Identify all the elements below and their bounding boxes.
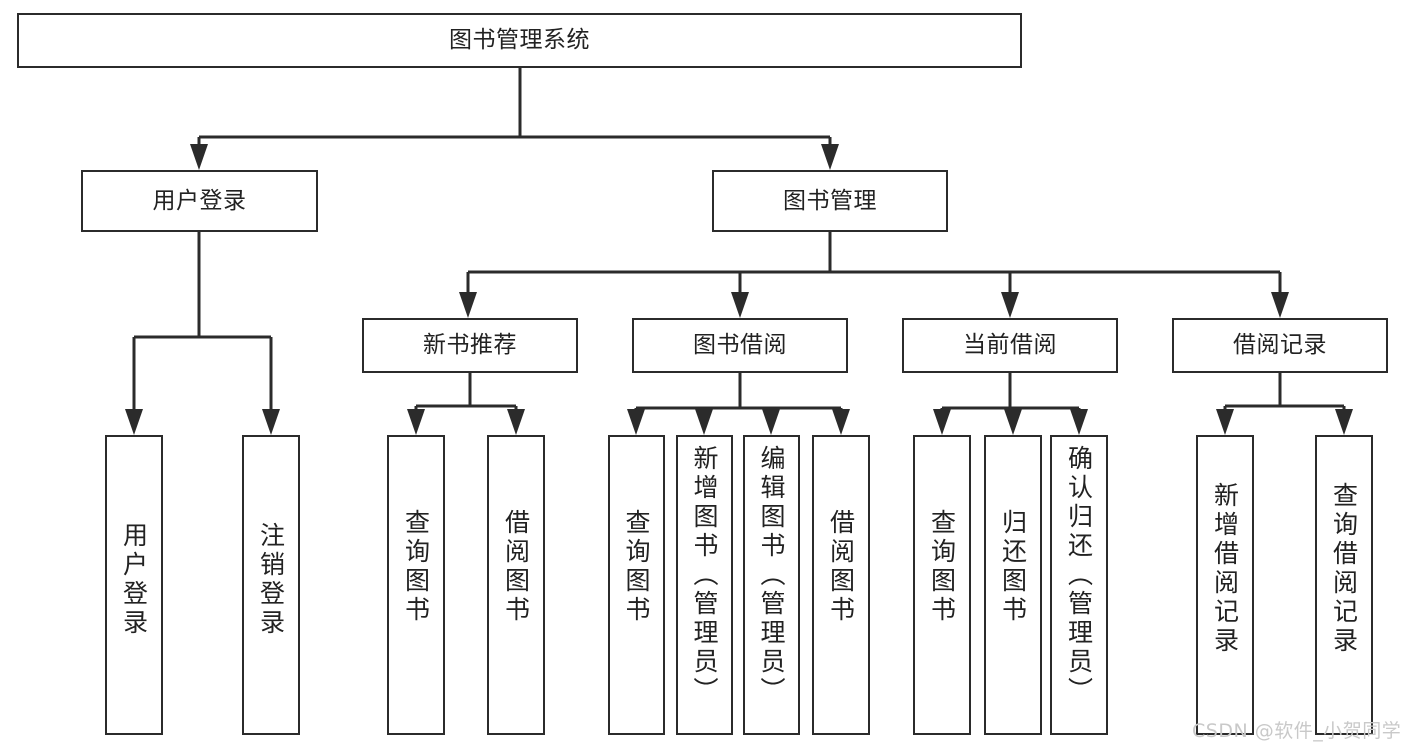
node-leaf-borrow-book-2[interactable]: 借阅图书: [812, 435, 870, 735]
arrowhead-root-to-level1-0: [190, 144, 208, 170]
arrowhead-user-login-to-leaves-0: [125, 409, 143, 435]
node-label-borrow-record: 借阅记录: [1233, 332, 1327, 359]
node-label-leaf-user-login: 用户登录: [119, 522, 149, 638]
node-leaf-confirm-return-admin[interactable]: 确认归还（管理员）: [1050, 435, 1108, 735]
node-root[interactable]: 图书管理系统: [17, 13, 1022, 68]
node-label-leaf-borrow-book-2: 借阅图书: [826, 509, 856, 625]
node-leaf-add-borrow-record[interactable]: 新增借阅记录: [1196, 435, 1254, 735]
node-leaf-query-book-1[interactable]: 查询图书: [387, 435, 445, 735]
node-label-book-manage: 图书管理: [783, 187, 877, 214]
arrowhead-book-manage-to-level2-0: [459, 292, 477, 318]
node-label-leaf-return-book: 归还图书: [998, 509, 1028, 625]
arrowhead-current-borrow-to-leaves-1: [1004, 409, 1022, 435]
node-label-user-login: 用户登录: [152, 187, 247, 214]
node-label-leaf-query-book-2: 查询图书: [622, 509, 651, 625]
arrowhead-book-manage-to-level2-1: [731, 292, 749, 318]
node-book-borrow[interactable]: 图书借阅: [632, 318, 848, 373]
node-label-leaf-add-book-admin: 新增图书（管理员）: [690, 445, 719, 706]
arrowhead-user-login-to-leaves-1: [262, 409, 280, 435]
node-label-leaf-edit-book-admin: 编辑图书（管理员）: [757, 445, 786, 706]
arrowhead-new-book-recommend-to-leaves-0: [407, 409, 425, 435]
node-label-leaf-borrow-book-1: 借阅图书: [501, 509, 531, 625]
node-current-borrow[interactable]: 当前借阅: [902, 318, 1118, 373]
node-new-book-recommend[interactable]: 新书推荐: [362, 318, 578, 373]
node-label-leaf-query-borrow-record: 查询借阅记录: [1329, 482, 1359, 656]
node-label-new-book-recommend: 新书推荐: [423, 332, 517, 359]
node-book-manage[interactable]: 图书管理: [712, 170, 948, 232]
arrowhead-book-borrow-to-leaves-0: [627, 409, 645, 435]
arrowhead-book-manage-to-level2-3: [1271, 292, 1289, 318]
node-borrow-record[interactable]: 借阅记录: [1172, 318, 1388, 373]
node-leaf-query-book-3[interactable]: 查询图书: [913, 435, 971, 735]
arrowhead-root-to-level1-1: [821, 144, 839, 170]
arrowhead-borrow-record-to-leaves-0: [1216, 409, 1234, 435]
node-label-leaf-confirm-return-admin: 确认归还（管理员）: [1064, 445, 1094, 706]
arrowhead-current-borrow-to-leaves-2: [1070, 409, 1088, 435]
arrowhead-borrow-record-to-leaves-1: [1335, 409, 1353, 435]
node-label-leaf-logout: 注销登录: [256, 522, 286, 638]
node-label-leaf-query-book-1: 查询图书: [401, 509, 431, 625]
node-label-current-borrow: 当前借阅: [963, 332, 1057, 359]
node-leaf-borrow-book-1[interactable]: 借阅图书: [487, 435, 545, 735]
arrowhead-book-borrow-to-leaves-2: [762, 409, 780, 435]
node-leaf-edit-book-admin[interactable]: 编辑图书（管理员）: [743, 435, 800, 735]
arrowhead-book-borrow-to-leaves-3: [832, 409, 850, 435]
node-leaf-add-book-admin[interactable]: 新增图书（管理员）: [676, 435, 733, 735]
node-leaf-user-login[interactable]: 用户登录: [105, 435, 163, 735]
arrowhead-current-borrow-to-leaves-0: [933, 409, 951, 435]
arrowhead-book-manage-to-level2-2: [1001, 292, 1019, 318]
node-leaf-query-book-2[interactable]: 查询图书: [608, 435, 665, 735]
arrowhead-book-borrow-to-leaves-1: [695, 409, 713, 435]
arrowhead-new-book-recommend-to-leaves-1: [507, 409, 525, 435]
node-label-leaf-add-borrow-record: 新增借阅记录: [1210, 482, 1240, 656]
node-user-login[interactable]: 用户登录: [81, 170, 318, 232]
node-label-root: 图书管理系统: [449, 27, 590, 54]
node-label-leaf-query-book-3: 查询图书: [927, 509, 957, 625]
node-leaf-return-book[interactable]: 归还图书: [984, 435, 1042, 735]
node-label-book-borrow: 图书借阅: [693, 332, 787, 359]
node-leaf-query-borrow-record[interactable]: 查询借阅记录: [1315, 435, 1373, 735]
node-leaf-logout[interactable]: 注销登录: [242, 435, 300, 735]
